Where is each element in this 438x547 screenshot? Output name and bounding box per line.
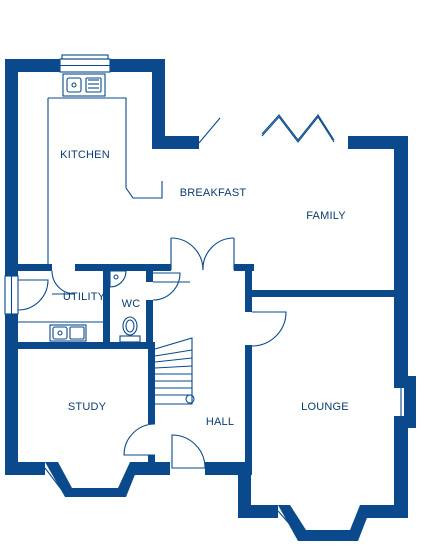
staircase — [154, 337, 195, 405]
label-lounge: LOUNGE — [301, 401, 349, 413]
wc-fixtures — [109, 270, 141, 343]
label-hall: HALL — [206, 416, 234, 428]
room-labels: KITCHEN BREAKFAST FAMILY UTILITY WC STUD… — [60, 149, 349, 428]
interior-walls — [18, 264, 408, 475]
kitchen-counter — [47, 73, 163, 264]
exterior-walls — [5, 59, 416, 518]
label-utility: UTILITY — [63, 291, 106, 303]
label-study: STUDY — [68, 401, 107, 413]
label-wc: WC — [122, 298, 141, 310]
utility-sink — [18, 321, 103, 342]
label-kitchen: KITCHEN — [60, 149, 110, 161]
doors — [17, 114, 335, 469]
label-breakfast: BREAKFAST — [180, 187, 247, 199]
label-family: FAMILY — [306, 210, 346, 222]
windows — [4, 54, 402, 541]
